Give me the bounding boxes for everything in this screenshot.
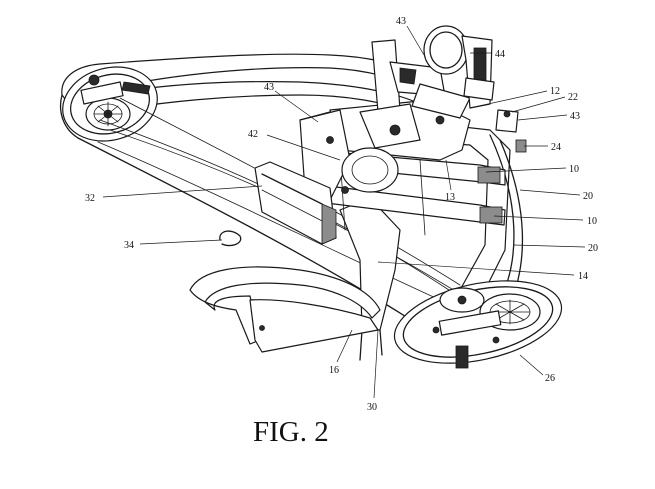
label-43-top: 43: [396, 16, 406, 27]
trigger: [219, 230, 242, 247]
label-14: 14: [578, 271, 588, 282]
label-10-lower: 10: [587, 216, 597, 227]
reference-numerals: 43 44 43 12 22 43 42 24 10 13 20 32 10 3…: [85, 16, 598, 413]
label-20-lower: 20: [588, 243, 598, 254]
label-12: 12: [550, 86, 560, 97]
label-34: 34: [124, 240, 134, 251]
figure-caption: FIG. 2: [253, 416, 329, 448]
label-26: 26: [545, 373, 555, 384]
label-16: 16: [329, 365, 339, 376]
label-32: 32: [85, 193, 95, 204]
label-22: 22: [568, 92, 578, 103]
label-42: 42: [248, 129, 258, 140]
label-13: 13: [445, 192, 455, 203]
label-10-upper: 10: [569, 164, 579, 175]
leader-lines: [102, 25, 586, 399]
label-43-right: 43: [570, 111, 580, 122]
label-43-left: 43: [264, 82, 274, 93]
lower-cam-assembly: [393, 280, 563, 369]
label-20-upper: 20: [583, 191, 593, 202]
grip: [254, 161, 337, 245]
stirrup: [189, 266, 381, 353]
upper-cam-assembly: [62, 66, 158, 142]
label-44: 44: [495, 49, 505, 60]
label-24: 24: [551, 142, 561, 153]
sight-assembly: [423, 25, 495, 109]
label-30: 30: [367, 402, 377, 413]
right-brackets: [495, 109, 527, 153]
